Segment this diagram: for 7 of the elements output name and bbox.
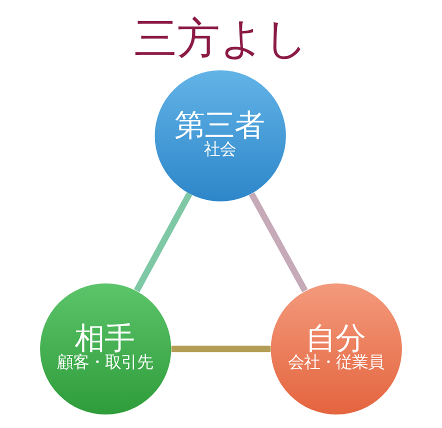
connector xyxy=(248,192,308,292)
node-circle: 自分 会社・従業員 xyxy=(270,283,402,414)
node-circle: 相手 顧客・取引先 xyxy=(40,283,172,414)
diagram-title: 三方よし xyxy=(134,14,308,64)
connector xyxy=(171,346,271,352)
connector xyxy=(134,192,192,292)
node-circle: 第三者 社会 xyxy=(154,70,286,202)
